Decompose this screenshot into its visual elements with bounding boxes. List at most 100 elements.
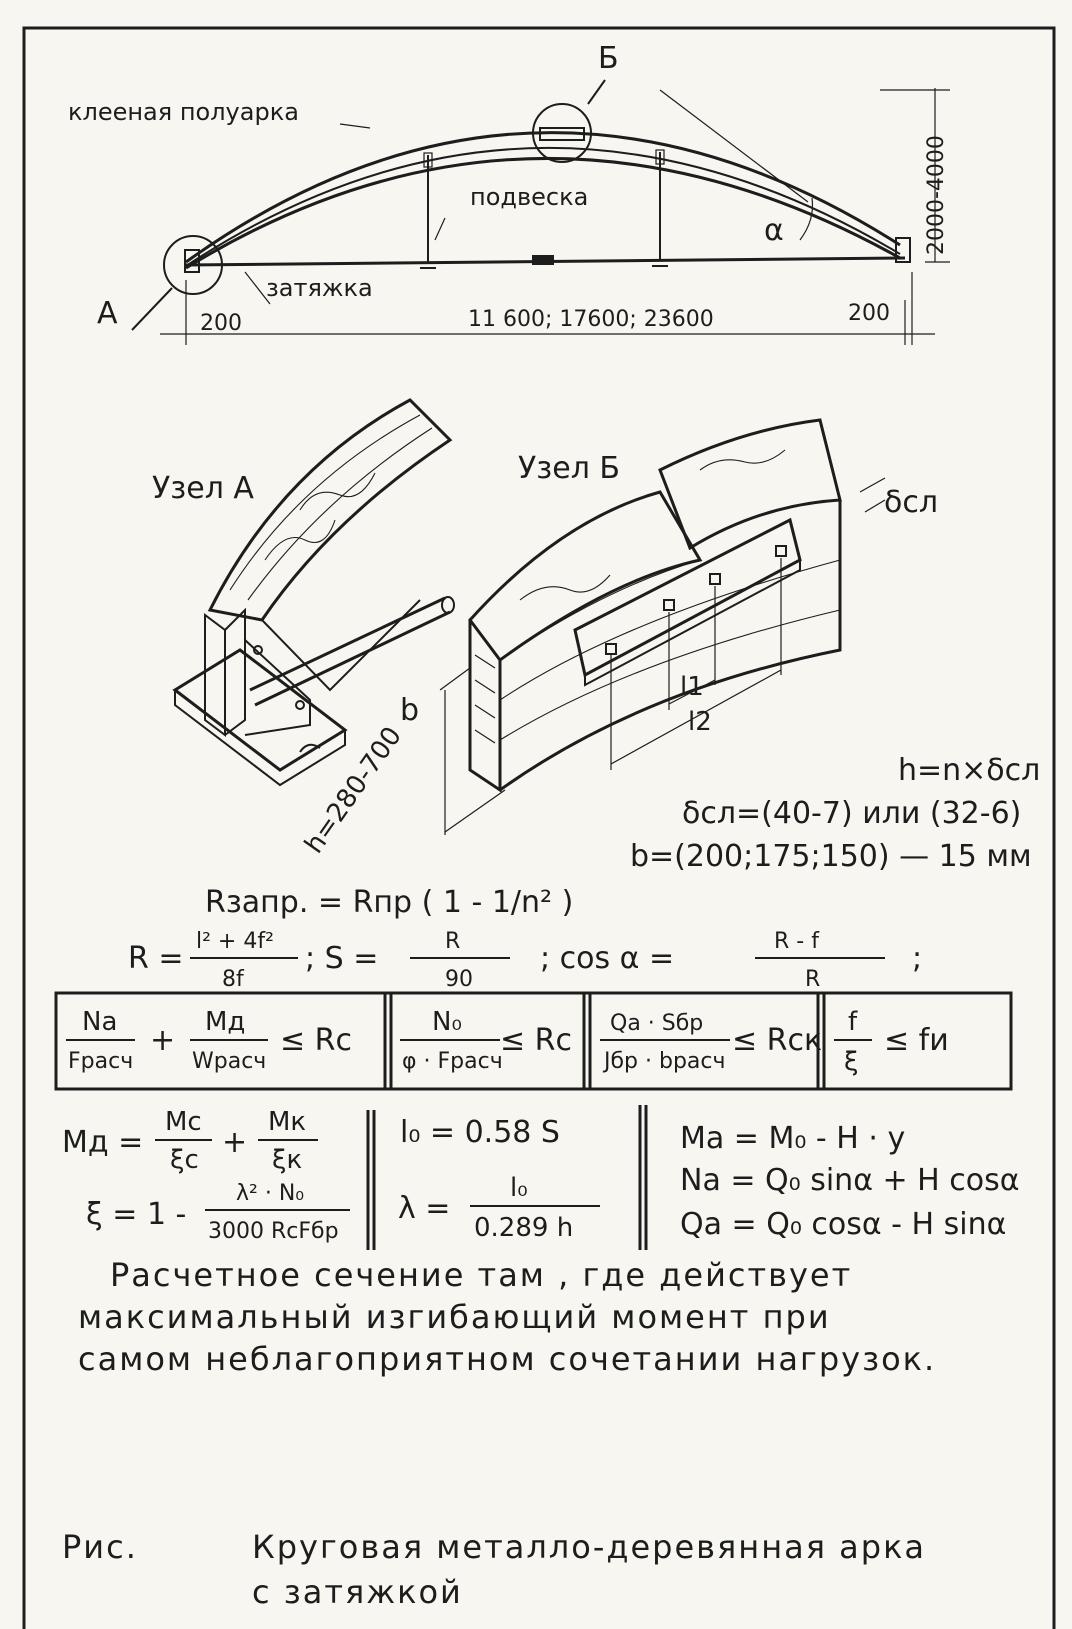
node-b-bolt-4 [775,545,787,557]
cond1-n-den: Fрасч [68,1049,133,1074]
formula-cos-den: R [805,967,820,992]
sheet-frame [22,26,1056,1629]
node-b-lam-3 [474,704,496,719]
note-line-1: Расчетное сечение там , где действует [110,1256,852,1294]
cond1-m-den: Wрасч [192,1049,266,1074]
cond3-rhs: ≤ Rск [732,1023,822,1058]
node-a-detail: Узел А [152,398,455,787]
node-b-delta-dim-2 [864,499,886,513]
formula-md-k-den: ξк [272,1145,302,1175]
node-b-h-range: h=280-700 [299,721,408,859]
node-b-h-dim [444,789,506,833]
node-a-title: Узел А [152,471,254,506]
node-a-rod-end [441,596,455,614]
node-a-tie-rod-top [249,596,446,692]
tie-coupler [532,255,554,265]
node-a-web-front [224,607,246,736]
formula-s-num: R [445,929,460,954]
node-a-circle [163,235,223,295]
cond3-num: Qа · Sбр [610,1011,703,1036]
formula-lambda-num: l₀ [510,1173,528,1203]
node-b-bolt-1 [605,643,617,655]
note-line-2: максимальный изгибающий момент при [78,1298,831,1336]
node-b-leader [587,79,606,105]
caption-fig: Рис. [62,1528,138,1566]
label-half-arch: клееная полуарка [68,98,299,126]
formula-md-c-num: Mс [165,1107,202,1137]
arch-middle-curve [185,146,901,267]
node-a-bolt-slot [299,743,321,753]
cond1-m-num: Mд [205,1007,245,1037]
node-b-grain-2 [699,449,786,471]
cond4-num: f [848,1007,858,1037]
cond2-num: N₀ [432,1007,462,1037]
node-b-dim-l2 [610,669,782,765]
node-a-bolt-1 [253,645,263,655]
node-a-base-edge [174,690,346,787]
node-b-delta: δсл [884,485,938,520]
dim-right-value: 200 [848,301,890,326]
label-tie: затяжка [266,274,373,302]
cond4-den: ξ [844,1047,859,1077]
half-arch-leader [339,123,371,129]
node-b-right-block-top [658,418,842,551]
cond4-rhs: ≤ fи [884,1023,949,1058]
angle-ray [659,89,809,203]
formula-md-k-num: Mк [268,1107,306,1137]
right-shoe [895,237,911,263]
node-a-beam-end [409,399,451,441]
formula-lambda-den: 0.289 h [474,1213,573,1243]
formula-lambda-left: λ = [398,1191,450,1226]
formula-na: Nа = Q₀ sinα + H cosα [680,1163,1020,1198]
cond2-den: φ · Fрасч [402,1049,503,1074]
node-a-base-plate [172,648,348,772]
formula-xi-num: λ² · N₀ [236,1181,304,1206]
formula-lower-block: Mд = Mс ξс + Mк ξк ξ = 1 - λ² · N₀ 3000 … [62,1105,1020,1250]
label-node-a: А [97,296,118,331]
hanger-right-cap [655,149,665,165]
formula-xi-left: ξ = 1 - [86,1197,186,1232]
node-b-l1: l1 [680,672,704,702]
arch-inner-curve [185,156,901,270]
node-a-beam-bottom [261,599,421,692]
node-b-dim-l1 [668,679,716,705]
node-b-bolt-3 [709,573,721,585]
formula-r-left: R = [128,941,184,976]
formula-conditions-box: Nа Fрасч + Mд Wрасч ≤ Rс N₀ φ · Fрасч ≤ … [54,991,1013,1091]
arch-elevation: клееная полуарка подвеска затяжка А Б 20… [68,41,950,345]
node-b-lam-1 [474,654,496,669]
formula-s-den: 90 [445,967,473,992]
eq-delta: δсл=(40-7) или (32-6) [682,796,1021,831]
tie-leader [244,271,271,305]
caption-line-2: с затяжкой [252,1573,463,1611]
cond1-plus: + [150,1023,175,1058]
formula-qa: Qа = Q₀ cosα - H sinα [680,1207,1006,1242]
node-b-l2: l2 [688,707,712,737]
node-b-delta-dim-1 [859,477,886,493]
dim-rise-value: 2000-4000 [924,135,949,255]
node-a-grain-4 [299,472,376,511]
node-a-leader [131,287,173,331]
caption-line-1: Круговая металло-деревянная арка [252,1528,926,1566]
node-a-grain-2 [247,427,433,601]
note-line-3: самом неблагоприятном сочетании нагрузок… [78,1340,936,1378]
node-b-left-block-top [468,490,703,663]
node-b-grain-1 [519,574,611,601]
node-b-bolt-2 [663,599,675,611]
node-a-grain-1 [229,414,421,591]
node-b-lam-top [499,559,701,661]
formula-cos-end: ; [912,941,922,976]
dim-span-value: 11 600; 17600; 23600 [468,307,714,332]
hanger-left-cap [423,152,433,168]
eq-b: b=(200;175;150) — 15 мм [630,839,1032,874]
node-a-shoe [184,249,200,273]
node-a-tie-rod-bottom [254,610,451,707]
node-b-bottom-edge [499,500,842,792]
node-b-plate [539,127,585,141]
eq-h: h=n×δсл [898,753,1040,788]
formula-r-zapr: Rзапр. = Rпр ( 1 - 1/n² ) [205,885,573,920]
label-hanger: подвеска [470,183,588,211]
label-node-b: Б [598,41,619,76]
node-b-b-mark: b [400,693,419,728]
